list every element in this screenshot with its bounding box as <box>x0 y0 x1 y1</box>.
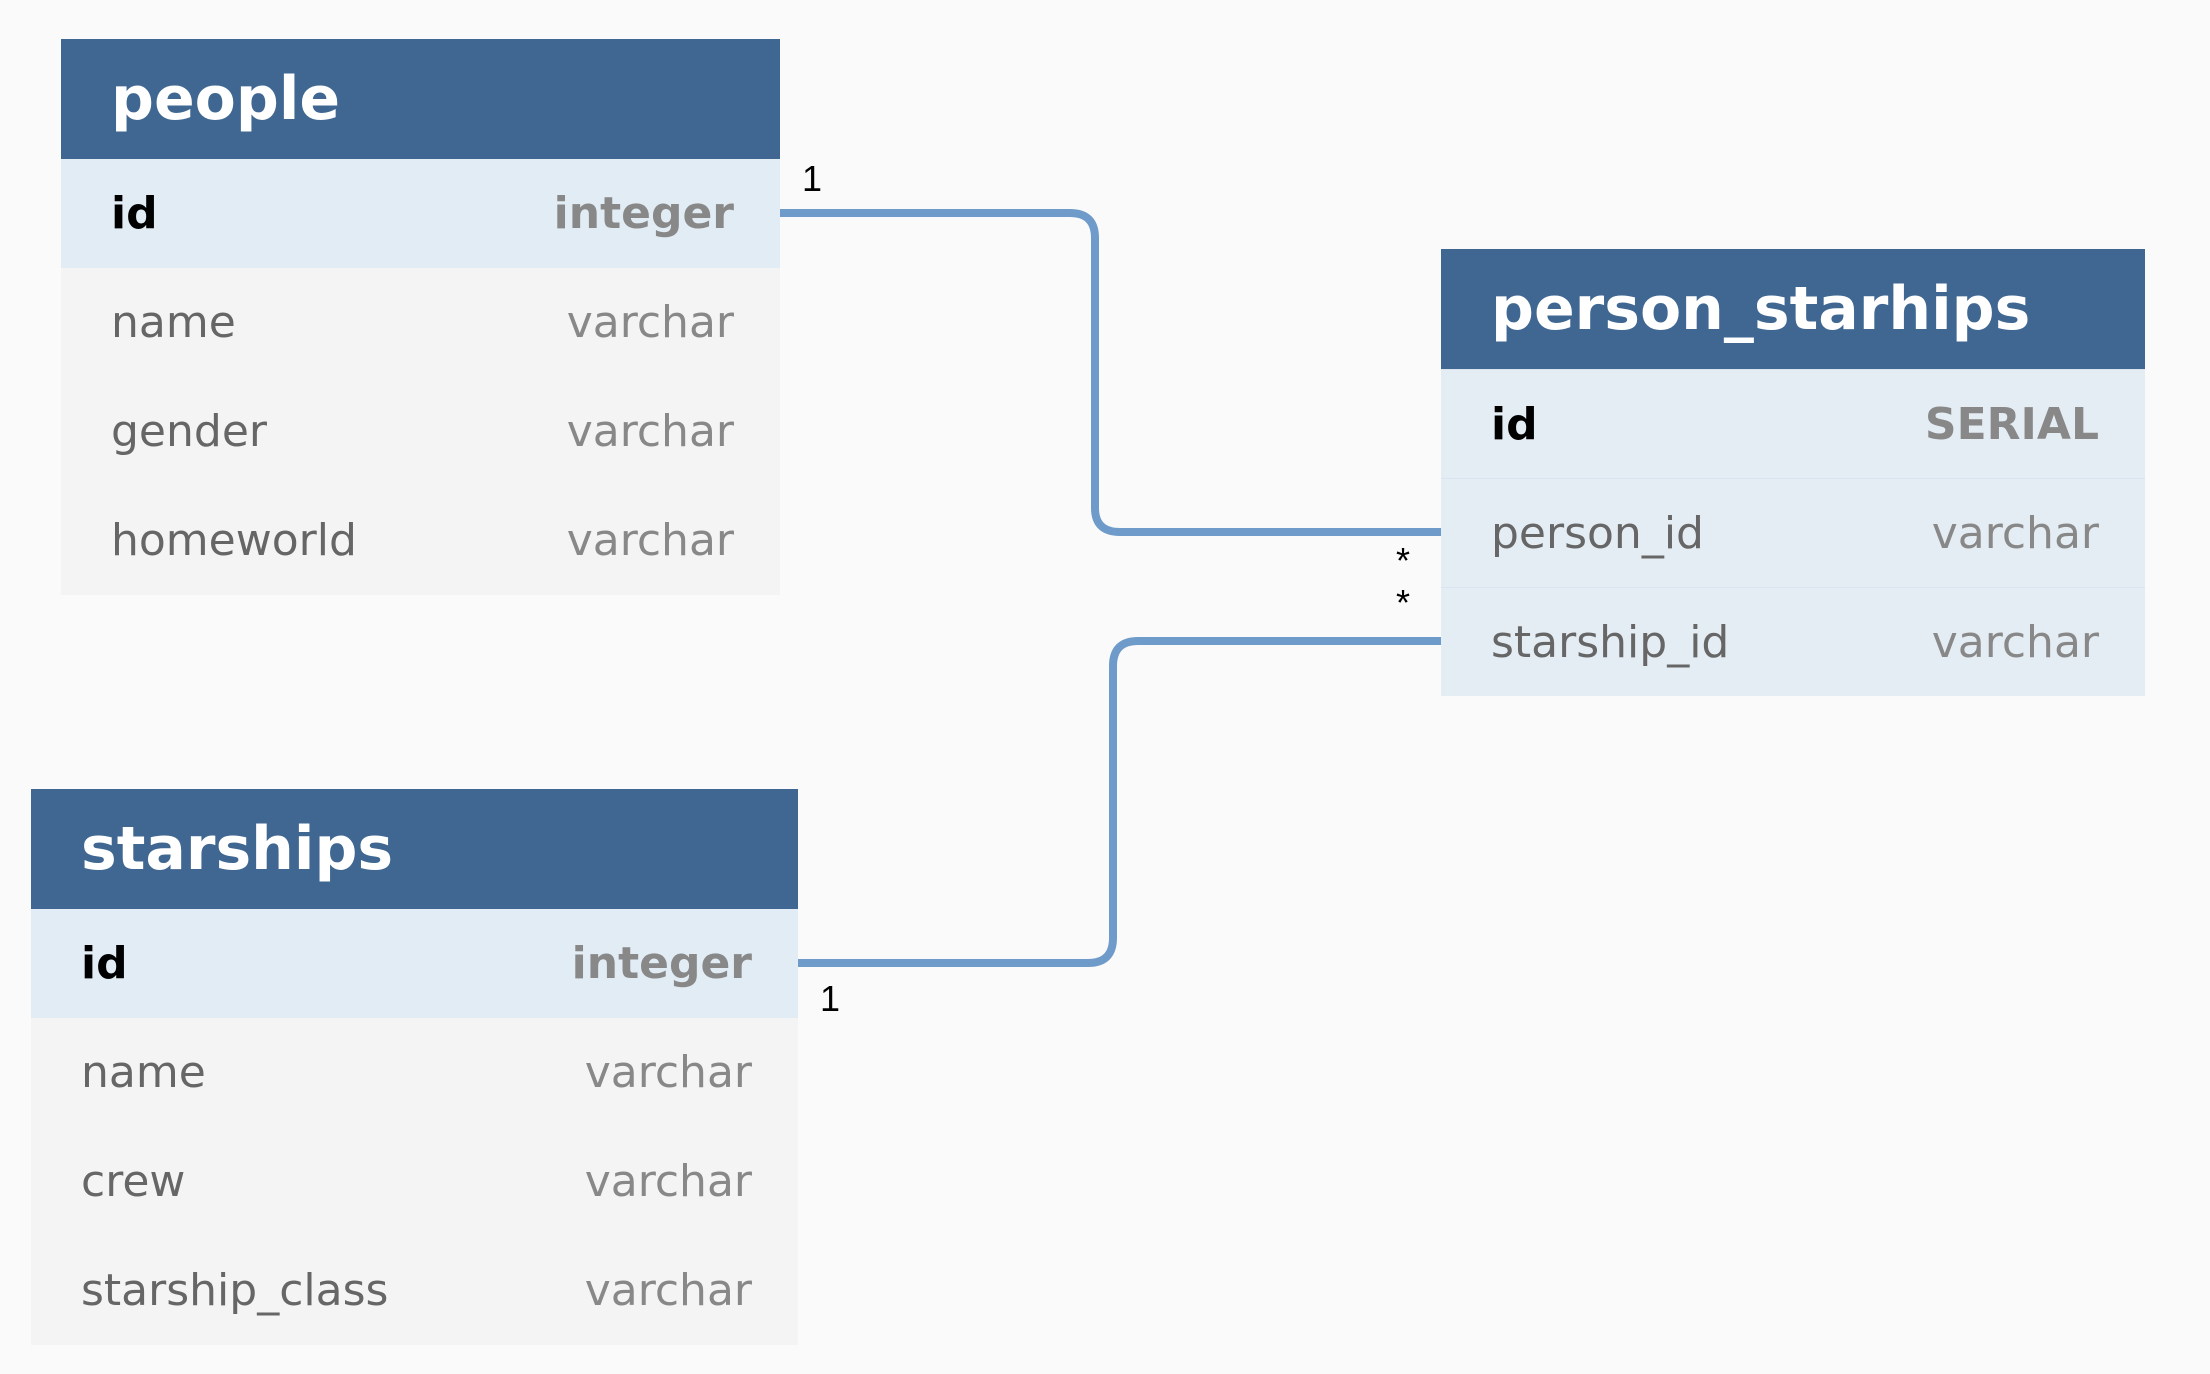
column-name: starship_class <box>81 1265 389 1316</box>
cardinality-starships-id: 1 <box>820 978 841 1019</box>
column-name: name <box>81 1047 206 1098</box>
table-row[interactable]: id SERIAL <box>1441 369 2145 478</box>
table-title[interactable]: starships <box>31 789 798 909</box>
table-starships[interactable]: starships id integer name varchar crew v… <box>31 789 798 1345</box>
column-name: starship_id <box>1491 616 1730 668</box>
table-row[interactable]: homeworld varchar <box>61 486 780 595</box>
column-name: id <box>1491 398 1538 450</box>
column-type: varchar <box>584 1047 752 1098</box>
table-row[interactable]: id integer <box>31 909 798 1018</box>
column-name: gender <box>111 406 267 457</box>
column-name: homeworld <box>111 515 357 566</box>
cardinality-starship-id: * <box>1396 582 1411 623</box>
table-person-starhips[interactable]: person_starhips id SERIAL person_id varc… <box>1441 249 2145 696</box>
column-name: name <box>111 297 236 348</box>
column-type: varchar <box>584 1156 752 1207</box>
relation-people-to-person-starhips[interactable] <box>776 209 1445 536</box>
table-row[interactable]: name varchar <box>31 1018 798 1127</box>
column-type: varchar <box>566 297 734 348</box>
table-row[interactable]: id integer <box>61 159 780 268</box>
table-row[interactable]: name varchar <box>61 268 780 377</box>
column-type: varchar <box>566 406 734 457</box>
column-type: varchar <box>584 1265 752 1316</box>
column-type: varchar <box>1931 616 2099 668</box>
column-type: SERIAL <box>1924 398 2099 450</box>
column-type: integer <box>571 938 752 989</box>
column-type: varchar <box>1931 507 2099 559</box>
cardinality-person-id: * <box>1396 540 1411 581</box>
relation-starships-to-person-starhips[interactable] <box>794 637 1445 967</box>
table-title[interactable]: person_starhips <box>1441 249 2145 369</box>
table-people[interactable]: people id integer name varchar gender va… <box>61 39 780 595</box>
table-row[interactable]: person_id varchar <box>1441 478 2145 587</box>
column-name: crew <box>81 1156 186 1207</box>
column-type: integer <box>553 188 734 239</box>
table-row[interactable]: crew varchar <box>31 1127 798 1236</box>
column-type: varchar <box>566 515 734 566</box>
column-name: id <box>81 938 128 989</box>
table-row[interactable]: starship_class varchar <box>31 1236 798 1345</box>
table-title[interactable]: people <box>61 39 780 159</box>
table-row[interactable]: gender varchar <box>61 377 780 486</box>
column-name: id <box>111 188 158 239</box>
column-name: person_id <box>1491 507 1704 559</box>
cardinality-people-id: 1 <box>802 158 823 199</box>
table-row[interactable]: starship_id varchar <box>1441 587 2145 696</box>
